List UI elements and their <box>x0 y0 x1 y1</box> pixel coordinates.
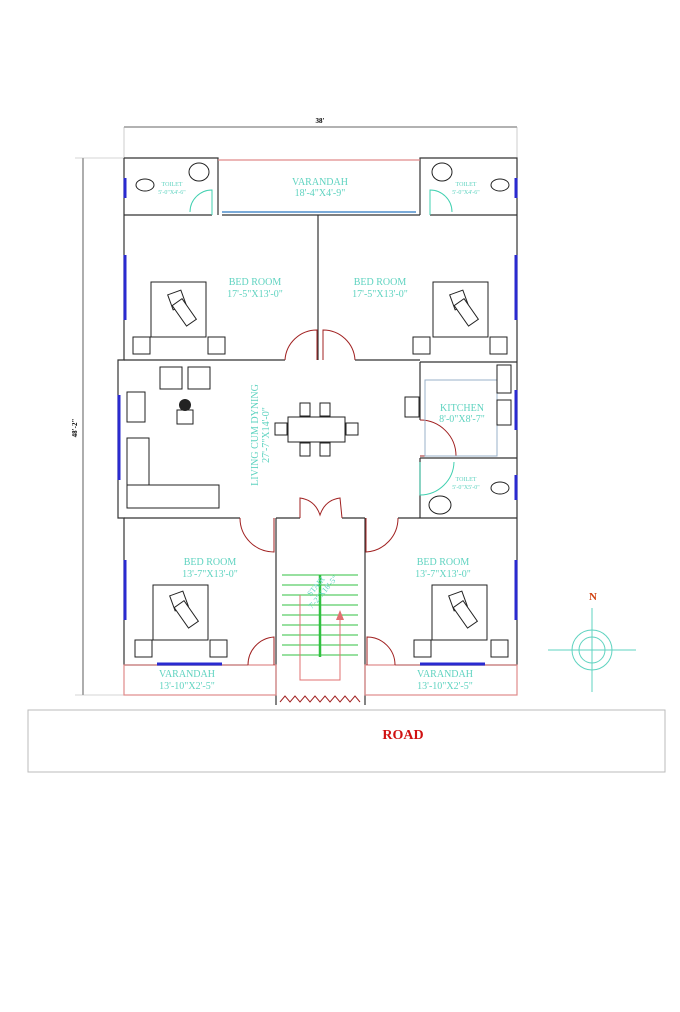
svg-text:13'-10"X2'-5": 13'-10"X2'-5" <box>417 681 473 692</box>
stair <box>279 574 361 703</box>
stove-icon <box>496 399 512 426</box>
dimension-height: 48'-2" <box>71 157 124 696</box>
bed-icon <box>150 281 207 338</box>
bed-icon <box>431 584 488 641</box>
sofa-icon <box>126 391 220 509</box>
north-label: N <box>589 591 597 603</box>
svg-text:17'-5"X13'-0": 17'-5"X13'-0" <box>352 289 408 300</box>
doors <box>189 189 457 666</box>
svg-text:VARANDAH: VARANDAH <box>159 669 215 680</box>
road-label: ROAD <box>382 728 423 743</box>
dining-table-icon <box>274 402 359 457</box>
dimension-width: 38' <box>123 117 518 160</box>
bed-icon <box>152 584 209 641</box>
side-table-icon <box>209 639 228 658</box>
svg-text:27'-7"X14'-0": 27'-7"X14'-0" <box>261 407 272 463</box>
svg-text:VARANDAH: VARANDAH <box>417 669 473 680</box>
side-table-icon <box>134 639 153 658</box>
side-table-icon <box>207 336 226 355</box>
svg-text:TOILET: TOILET <box>162 182 183 188</box>
side-table-icon <box>490 639 509 658</box>
svg-text:KITCHEN: KITCHEN <box>440 403 484 414</box>
toilet-icon <box>428 481 510 515</box>
svg-text:17'-5"X13'-0": 17'-5"X13'-0" <box>227 289 283 300</box>
armchair-icon <box>187 366 211 390</box>
svg-text:13'-10"X2'-5": 13'-10"X2'-5" <box>159 681 215 692</box>
width-label: 38' <box>316 117 325 125</box>
svg-text:18'-4"X4'-9": 18'-4"X4'-9" <box>295 188 346 199</box>
wash-basin-icon <box>404 396 420 418</box>
svg-text:5'-0"X5'-0": 5'-0"X5'-0" <box>452 485 480 491</box>
svg-text:5'-0"X4'-6": 5'-0"X4'-6" <box>452 190 480 196</box>
room-labels: TOILET 5'-0"X4'-6" VARANDAH 18'-4"X4'-9"… <box>158 177 485 692</box>
svg-text:BED ROOM: BED ROOM <box>229 277 282 288</box>
compass-icon: N <box>548 591 636 692</box>
toilet-icon <box>135 162 210 192</box>
side-table-icon <box>413 639 432 658</box>
svg-text:5'-0"X4'-6": 5'-0"X4'-6" <box>158 190 186 196</box>
svg-text:13'-7"X13'-0": 13'-7"X13'-0" <box>182 569 238 580</box>
side-table-icon <box>412 336 431 355</box>
plant-icon <box>176 399 194 425</box>
height-label: 48'-2" <box>71 419 79 438</box>
svg-text:BED ROOM: BED ROOM <box>417 557 470 568</box>
svg-text:LIVING CUM DYNING: LIVING CUM DYNING <box>250 384 261 486</box>
side-table-icon <box>489 336 508 355</box>
furniture <box>126 162 512 658</box>
svg-text:13'-7"X13'-0": 13'-7"X13'-0" <box>415 569 471 580</box>
svg-text:TOILET: TOILET <box>456 182 477 188</box>
svg-text:TOILET: TOILET <box>456 477 477 483</box>
armchair-icon <box>159 366 183 390</box>
svg-text:VARANDAH: VARANDAH <box>292 177 348 188</box>
svg-text:BED ROOM: BED ROOM <box>184 557 237 568</box>
side-table-icon <box>132 336 151 355</box>
toilet-icon <box>431 162 510 192</box>
svg-text:BED ROOM: BED ROOM <box>354 277 407 288</box>
road: ROAD <box>27 709 666 773</box>
bed-icon <box>432 281 489 338</box>
svg-text:8'-0"X8'-7": 8'-0"X8'-7" <box>439 414 485 425</box>
windows <box>117 178 518 666</box>
sink-icon <box>496 364 512 394</box>
